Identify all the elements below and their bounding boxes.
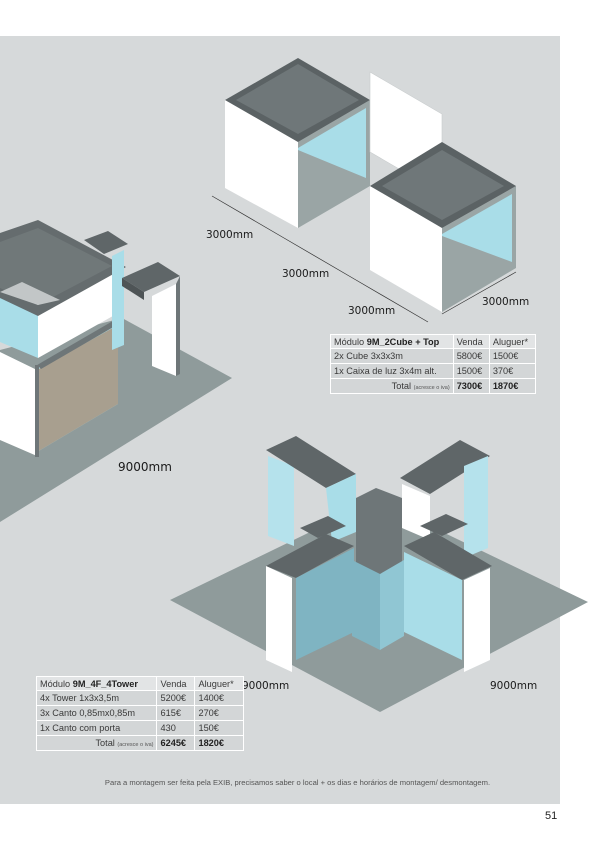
tower-table-total-row: Total (acresce o iva) 6245€ 1820€ — [35, 735, 244, 751]
cube-dimension-lines — [211, 195, 517, 323]
cube-table-header: Módulo 9M_2Cube + Top Venda Aluguer* — [330, 334, 537, 349]
tower-west-top — [266, 436, 356, 488]
left-tower-glass — [112, 250, 124, 350]
tower-table-sale-header: Venda — [156, 676, 196, 691]
tower-table-module-cell: Módulo 9M_4F_4Tower — [35, 676, 158, 691]
tower-west-glass — [268, 456, 294, 546]
left-bridge-top — [122, 262, 180, 292]
left-lower-post — [35, 365, 39, 457]
tower-sw-glass — [296, 548, 354, 660]
cube-table-rent-header: Aluguer* — [488, 334, 537, 349]
table-row: 1x Caixa de luz 3x4m alt. 1500€ 370€ — [330, 363, 537, 379]
left-upper-inner-floor — [0, 282, 60, 305]
cube2-top-inner — [382, 150, 504, 220]
cube-price-table: Módulo 9M_2Cube + Top Venda Aluguer* 2x … — [330, 334, 537, 394]
table-row: 3x Canto 0,85mx0,85m 615€ 270€ — [35, 705, 244, 721]
tower-dimension-label-right: 9000mm — [490, 680, 538, 692]
table-row: 2x Cube 3x3x3m 5800€ 1500€ — [330, 348, 537, 364]
table-row: 4x Tower 1x3x3,5m 5200€ 1400€ — [35, 690, 244, 706]
tower-price-table: Módulo 9M_4F_4Tower Venda Aluguer* 4x To… — [35, 676, 244, 751]
cube-table-sale-header: Venda — [452, 334, 490, 349]
left-lower-white-wall — [0, 352, 37, 456]
cube1-white-wall — [225, 100, 298, 228]
assembly-footnote: Para a montagem ser feita pela EXIB, pre… — [104, 778, 491, 787]
tower-east-glass — [464, 456, 488, 558]
tower-se-white — [464, 568, 490, 672]
cube-dimension-label-a: 3000mm — [206, 229, 254, 241]
tower-dimension-label-left: 9000mm — [242, 680, 290, 692]
tower-sw-top — [266, 534, 354, 578]
cube-dimension-label-c: 3000mm — [348, 305, 396, 317]
cube-table-module-cell: Módulo 9M_2Cube + Top — [330, 334, 454, 349]
cube1-glass — [298, 108, 366, 178]
tower-table-header: Módulo 9M_4F_4Tower Venda Aluguer* — [35, 676, 244, 691]
tower-east-top — [400, 440, 490, 494]
left-floor-dimension-label: 9000mm — [118, 460, 172, 474]
cube-dimension-label-b: 3000mm — [282, 268, 330, 280]
cube-dimension-label-d: 3000mm — [482, 296, 530, 308]
cube2-glass — [442, 194, 512, 262]
tower-se-glass — [404, 552, 462, 660]
cube1-top-inner — [236, 64, 359, 134]
left-pillar-side — [176, 276, 180, 376]
cube-module-name: 9M_2Cube + Top — [366, 336, 440, 347]
tower-table-rent-header: Aluguer* — [194, 676, 244, 691]
left-lower-inner-floor — [37, 325, 118, 452]
cube-module-illustration — [211, 58, 517, 323]
core-glass-right — [380, 560, 404, 650]
left-upper-rim — [0, 220, 126, 316]
cube-table-total-row: Total (acresce o iva) 7300€ 1870€ — [330, 378, 537, 394]
tower-sw-white — [266, 566, 292, 672]
left-upper-white-wall — [38, 268, 120, 358]
table-row: 1x Canto com porta 430 150€ — [35, 720, 244, 736]
tower-sw-connector — [300, 516, 346, 538]
left-module-illustration — [0, 220, 232, 522]
left-bridge-side — [122, 278, 144, 300]
left-pillar-white — [152, 284, 176, 376]
tower-se-connector — [420, 514, 468, 536]
tower-module-illustration — [170, 436, 588, 712]
tower-se-top — [404, 532, 492, 580]
core-glass-left — [352, 560, 380, 650]
left-tower-top — [84, 231, 128, 254]
tower-module-name: 9M_4F_4Tower — [72, 678, 138, 689]
left-lower-frame — [37, 318, 122, 369]
page-number: 51 — [545, 810, 558, 822]
